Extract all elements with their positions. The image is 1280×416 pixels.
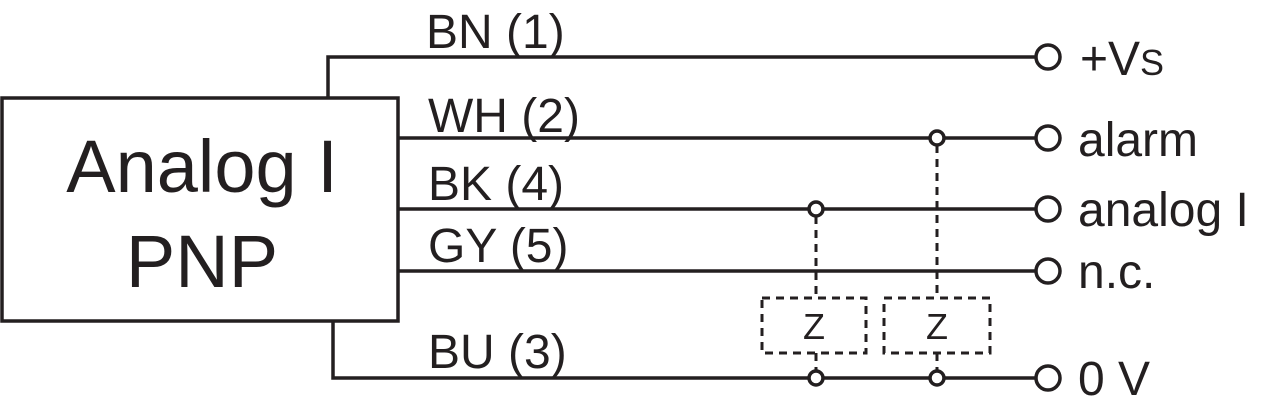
terminal-0v	[1034, 364, 1062, 392]
wire-bu	[331, 321, 1036, 380]
terminal-label-vs-prefix: +V	[1080, 33, 1140, 86]
load-z1-label: Z	[803, 306, 825, 347]
terminal-label-vs-subscript: S	[1140, 42, 1164, 83]
box-title-line1: Analog I	[66, 125, 338, 208]
wire-label-bn: BN (1)	[426, 6, 565, 59]
load-z2-label: Z	[926, 306, 948, 347]
load-z2-box	[882, 296, 992, 355]
node-bk-junction	[807, 200, 825, 218]
terminal-label-0v: 0 V	[1078, 353, 1150, 406]
wire-bn	[326, 55, 1036, 98]
terminal-nc	[1034, 257, 1062, 285]
terminal-label-nc: n.c.	[1078, 246, 1155, 299]
node-wh-junction	[928, 129, 946, 147]
node-bu-junction-2	[928, 369, 946, 387]
wire-label-bu: BU (3)	[428, 326, 567, 379]
terminal-label-vs: +VS	[1080, 33, 1164, 86]
wire-label-bk: BK (4)	[428, 158, 564, 211]
terminal-vs	[1034, 43, 1062, 71]
terminal-label-analog: analog I	[1078, 184, 1249, 237]
box-title-line2: PNP	[126, 220, 278, 303]
terminal-analog	[1034, 195, 1062, 223]
load-z1-box	[760, 296, 868, 355]
node-bu-junction-1	[807, 369, 825, 387]
terminal-label-alarm: alarm	[1078, 114, 1198, 167]
wire-label-wh: WH (2)	[428, 90, 580, 143]
terminal-alarm	[1034, 124, 1062, 152]
wire-label-gy: GY (5)	[428, 220, 568, 273]
